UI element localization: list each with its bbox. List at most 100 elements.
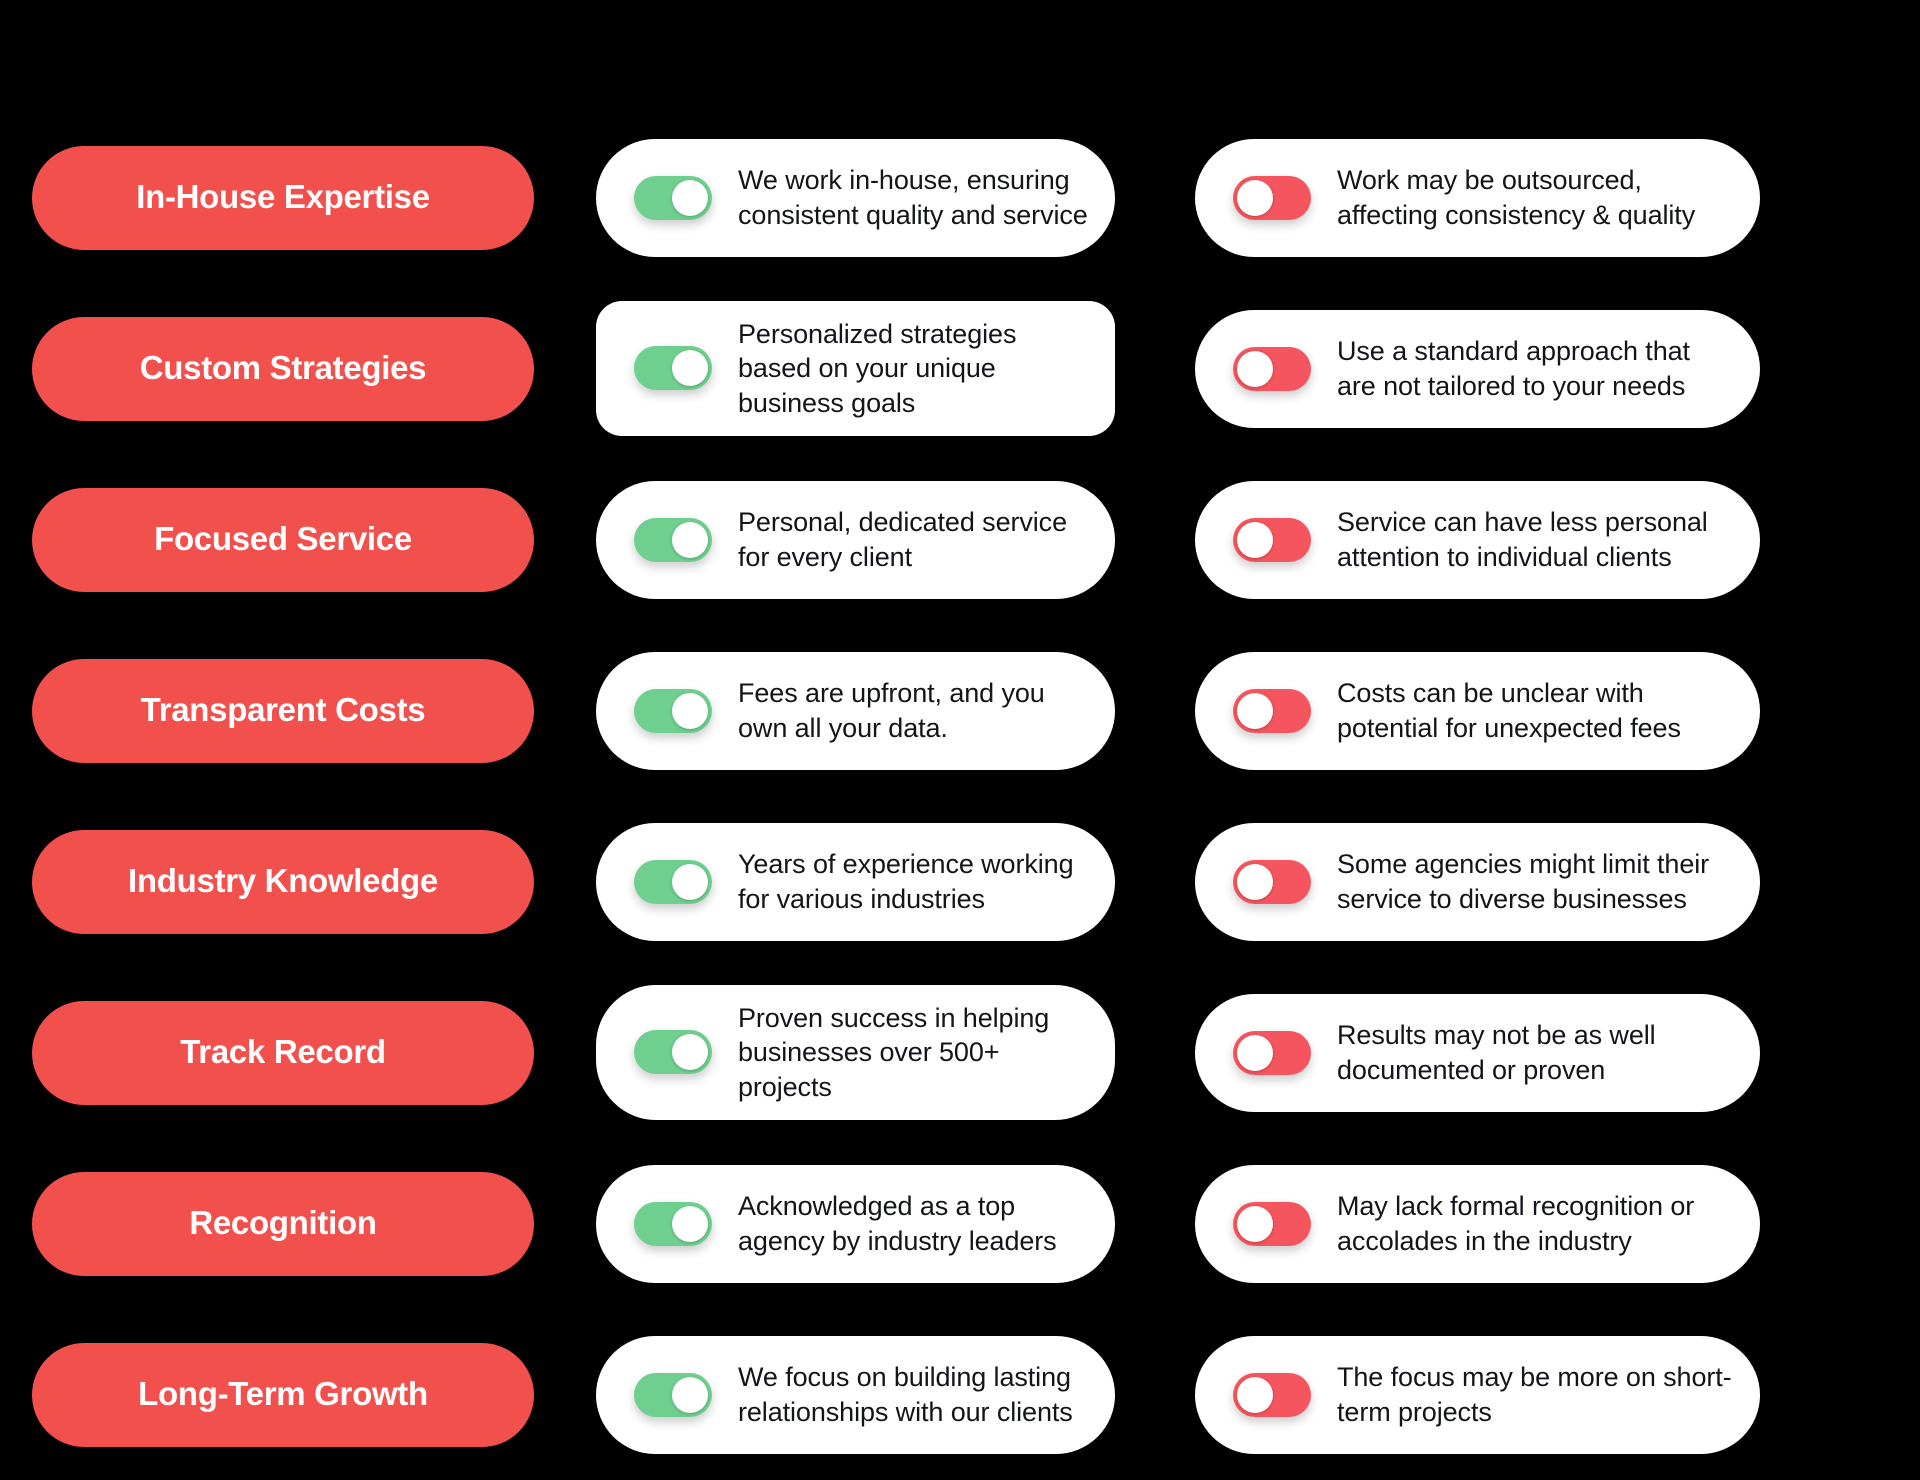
feature-pill[interactable]: Track Record (32, 1000, 534, 1105)
con-card[interactable]: Work may be outsourced, affecting consis… (1195, 138, 1760, 257)
toggle-on-icon[interactable] (634, 1030, 712, 1075)
toggle-knob (672, 863, 708, 900)
toggle-off-icon[interactable] (1233, 688, 1311, 733)
toggle-on-icon[interactable] (634, 1372, 712, 1417)
toggle-knob (672, 1205, 708, 1242)
toggle-knob (1237, 692, 1273, 729)
con-card[interactable]: Costs can be unclear with potential for … (1195, 651, 1760, 770)
table-row: Industry Knowledge Years of experience wo… (0, 796, 1920, 967)
pro-card[interactable]: Personal, dedicated service for every cl… (596, 480, 1115, 599)
con-text: Results may not be as well documented or… (1337, 1019, 1656, 1085)
pro-card[interactable]: We work in-house, ensuring consistent qu… (596, 138, 1115, 257)
pro-card[interactable]: Proven success in helping businesses ove… (596, 984, 1115, 1121)
con-card[interactable]: The focus may be more on short-term proj… (1195, 1335, 1760, 1454)
table-row: Custom Strategies Personalized strategies… (0, 283, 1920, 454)
toggle-off-icon[interactable] (1233, 1201, 1311, 1246)
con-card[interactable]: Results may not be as well documented or… (1195, 993, 1760, 1112)
feature-pill[interactable]: Long-Term Growth (32, 1342, 534, 1447)
toggle-on-icon[interactable] (634, 1201, 712, 1246)
pro-card[interactable]: Personalized strategies based on your un… (596, 300, 1115, 437)
con-card[interactable]: May lack formal recognition or accolades… (1195, 1164, 1760, 1283)
toggle-knob (672, 1376, 708, 1413)
pro-cell: Personal, dedicated service for every cl… (534, 480, 1151, 599)
toggle-knob (1237, 1376, 1273, 1413)
toggle-knob (1237, 1034, 1273, 1071)
con-card[interactable]: Some agencies might limit their service … (1195, 822, 1760, 941)
pro-cell: We focus on building lasting relationshi… (534, 1335, 1151, 1454)
feature-pill[interactable]: Transparent Costs (32, 658, 534, 763)
toggle-knob (672, 692, 708, 729)
feature-cell: Track Record (32, 1000, 534, 1105)
pro-card[interactable]: Acknowledged as a top agency by industry… (596, 1164, 1115, 1283)
table-row: Transparent Costs Fees are upfront, and y… (0, 625, 1920, 796)
table-row: Focused Service Personal, dedicated servi… (0, 454, 1920, 625)
table-row: In-House Expertise We work in-house, ensu… (0, 112, 1920, 283)
pro-text: Personalized strategies based on your un… (738, 318, 1017, 418)
feature-cell: Recognition (32, 1171, 534, 1276)
feature-label: Track Record (180, 1033, 386, 1071)
pro-card[interactable]: Fees are upfront, and you own all your d… (596, 651, 1115, 770)
table-row: Long-Term Growth We focus on building las… (0, 1309, 1920, 1480)
feature-label: In-House Expertise (136, 178, 430, 216)
pro-text: Personal, dedicated service for every cl… (738, 506, 1067, 572)
feature-pill[interactable]: Custom Strategies (32, 316, 534, 421)
toggle-off-icon[interactable] (1233, 1372, 1311, 1417)
toggle-on-icon[interactable] (634, 859, 712, 904)
toggle-knob (1237, 179, 1273, 216)
pro-text: We focus on building lasting relationshi… (738, 1361, 1073, 1427)
con-card[interactable]: Service can have less personal attention… (1195, 480, 1760, 599)
con-cell: Costs can be unclear with potential for … (1151, 651, 1768, 770)
con-cell: Use a standard approach that are not tai… (1151, 309, 1768, 428)
toggle-on-icon[interactable] (634, 175, 712, 220)
toggle-knob (672, 1034, 708, 1071)
feature-pill[interactable]: Recognition (32, 1171, 534, 1276)
con-cell: Some agencies might limit their service … (1151, 822, 1768, 941)
toggle-on-icon[interactable] (634, 517, 712, 562)
table-row: Recognition Acknowledged as a top agency … (0, 1138, 1920, 1309)
con-cell: Service can have less personal attention… (1151, 480, 1768, 599)
con-text: The focus may be more on short-term proj… (1337, 1361, 1732, 1427)
pro-text: Fees are upfront, and you own all your d… (738, 677, 1045, 743)
page-subtitle: A clear comparison (660, 78, 901, 108)
toggle-knob (672, 521, 708, 558)
pro-card[interactable]: We focus on building lasting relationshi… (596, 1335, 1115, 1454)
toggle-knob (1237, 1205, 1273, 1242)
toggle-knob (1237, 350, 1273, 387)
feature-cell: In-House Expertise (32, 145, 534, 250)
pro-text: Proven success in helping businesses ove… (738, 1002, 1050, 1102)
toggle-off-icon[interactable] (1233, 859, 1311, 904)
feature-label: Long-Term Growth (138, 1375, 428, 1413)
toggle-knob (1237, 863, 1273, 900)
con-text: Use a standard approach that are not tai… (1337, 335, 1690, 401)
pro-cell: Acknowledged as a top agency by industry… (534, 1164, 1151, 1283)
toggle-off-icon[interactable] (1233, 1030, 1311, 1075)
toggle-on-icon[interactable] (634, 688, 712, 733)
toggle-knob (672, 350, 708, 387)
pro-cell: Personalized strategies based on your un… (534, 300, 1151, 437)
feature-pill[interactable]: In-House Expertise (32, 145, 534, 250)
toggle-off-icon[interactable] (1233, 346, 1311, 391)
feature-label: Focused Service (154, 520, 412, 558)
feature-cell: Long-Term Growth (32, 1342, 534, 1447)
toggle-knob (672, 179, 708, 216)
pro-text: Acknowledged as a top agency by industry… (738, 1190, 1057, 1256)
header-band: Why Choose Us Over Other Agencies A clea… (0, 0, 1920, 112)
toggle-off-icon[interactable] (1233, 175, 1311, 220)
con-card[interactable]: Use a standard approach that are not tai… (1195, 309, 1760, 428)
pro-card[interactable]: Years of experience working for various … (596, 822, 1115, 941)
feature-cell: Focused Service (32, 487, 534, 592)
feature-pill[interactable]: Focused Service (32, 487, 534, 592)
pro-cell: We work in-house, ensuring consistent qu… (534, 138, 1151, 257)
pro-cell: Fees are upfront, and you own all your d… (534, 651, 1151, 770)
con-cell: Work may be outsourced, affecting consis… (1151, 138, 1768, 257)
toggle-on-icon[interactable] (634, 346, 712, 391)
con-text: Work may be outsourced, affecting consis… (1337, 164, 1696, 230)
feature-cell: Custom Strategies (32, 316, 534, 421)
con-cell: Results may not be as well documented or… (1151, 993, 1768, 1112)
feature-label: Custom Strategies (139, 349, 427, 387)
feature-cell: Transparent Costs (32, 658, 534, 763)
toggle-off-icon[interactable] (1233, 517, 1311, 562)
con-text: Service can have less personal attention… (1337, 506, 1708, 572)
feature-pill[interactable]: Industry Knowledge (32, 829, 534, 934)
